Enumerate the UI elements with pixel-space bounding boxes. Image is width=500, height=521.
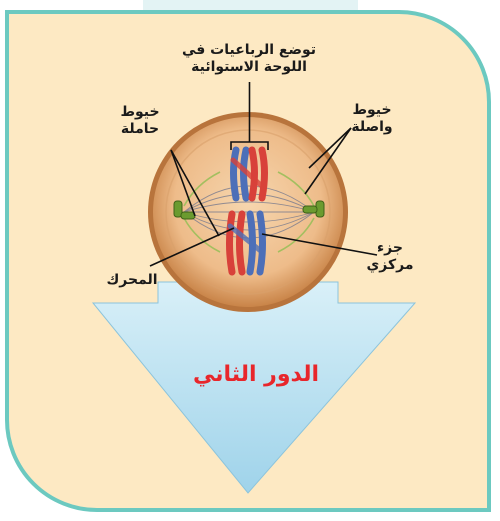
- plate-label-line1: توضع الرباعيات في: [165, 42, 333, 59]
- centromere-label: المحرك: [92, 272, 172, 289]
- centromere-label-text: المحرك: [92, 272, 172, 289]
- kinetochore-fibers-label: خيوط واصلة: [338, 102, 406, 136]
- spindle-label-line1: خيوط: [108, 104, 172, 121]
- centriole-label-line1: جزء: [360, 240, 420, 257]
- phase-title: الدور الثاني: [180, 362, 332, 387]
- spindle-fibers-label: خيوط حاملة: [108, 104, 172, 138]
- equatorial-plate-label: توضع الرباعيات في اللوحة الاستوائية: [165, 42, 333, 76]
- phase-arrow: [93, 282, 415, 493]
- kinetochore-label-line1: خيوط: [338, 102, 406, 119]
- plate-label-line2: اللوحة الاستوائية: [165, 59, 333, 76]
- kinetochore-label-line2: واصلة: [338, 119, 406, 136]
- centriole-label-line2: مركزي: [360, 257, 420, 274]
- centriole-label: جزء مركزي: [360, 240, 420, 274]
- spindle-label-line2: حاملة: [108, 121, 172, 138]
